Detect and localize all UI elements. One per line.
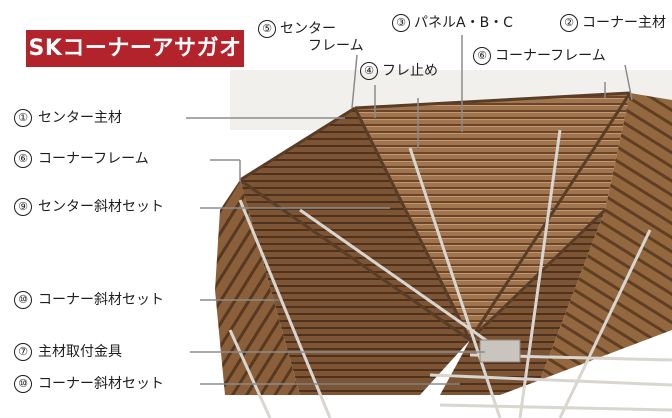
leader-lines bbox=[186, 35, 633, 385]
label-number: ① bbox=[14, 109, 32, 127]
label-number: ④ bbox=[360, 62, 378, 80]
label-main-mount-bracket: ⑦ 主材取付金具 bbox=[14, 343, 122, 361]
right-panel bbox=[540, 93, 672, 380]
label-corner-brace-set-upper: ⑩ コーナー斜材セット bbox=[14, 291, 164, 309]
frame-members bbox=[239, 91, 632, 342]
label-number: ⑩ bbox=[14, 375, 32, 393]
label-text: センター bbox=[280, 21, 336, 37]
label-text: コーナー主材 bbox=[582, 15, 666, 31]
label-number: ⑥ bbox=[14, 150, 32, 168]
label-center-main: ① センター主材 bbox=[14, 109, 122, 127]
label-number: ③ bbox=[392, 14, 410, 32]
label-corner-brace-set-lower: ⑩ コーナー斜材セット bbox=[14, 375, 164, 393]
steel-braces bbox=[228, 129, 672, 418]
label-number: ⑨ bbox=[14, 198, 32, 216]
mounting-bracket bbox=[479, 339, 521, 363]
label-text: コーナー斜材セット bbox=[38, 292, 164, 308]
center-panel bbox=[355, 93, 630, 340]
label-text: センター斜材セット bbox=[38, 199, 164, 215]
label-number: ⑩ bbox=[14, 291, 32, 309]
label-text: フレ止め bbox=[382, 63, 438, 79]
label-text: パネルA・B・C bbox=[414, 15, 513, 31]
diagram-title: SKコーナーアサガオ bbox=[26, 30, 244, 67]
label-text: コーナーフレーム bbox=[38, 151, 149, 167]
label-text: センター主材 bbox=[38, 110, 122, 126]
label-number: ⑦ bbox=[14, 343, 32, 361]
label-center-brace-set: ⑨ センター斜材セット bbox=[14, 198, 164, 216]
label-text: コーナー斜材セット bbox=[38, 376, 164, 392]
label-text: コーナーフレーム bbox=[495, 48, 606, 64]
label-number: ② bbox=[560, 14, 578, 32]
left-inner-panel bbox=[240, 108, 470, 395]
label-number: ⑤ bbox=[258, 20, 276, 38]
label-number: ⑥ bbox=[473, 47, 491, 65]
label-text: 主材取付金具 bbox=[38, 344, 122, 360]
label-corner-frame-left: ⑥ コーナーフレーム bbox=[14, 150, 149, 168]
label-text-line2: フレーム bbox=[308, 38, 364, 54]
